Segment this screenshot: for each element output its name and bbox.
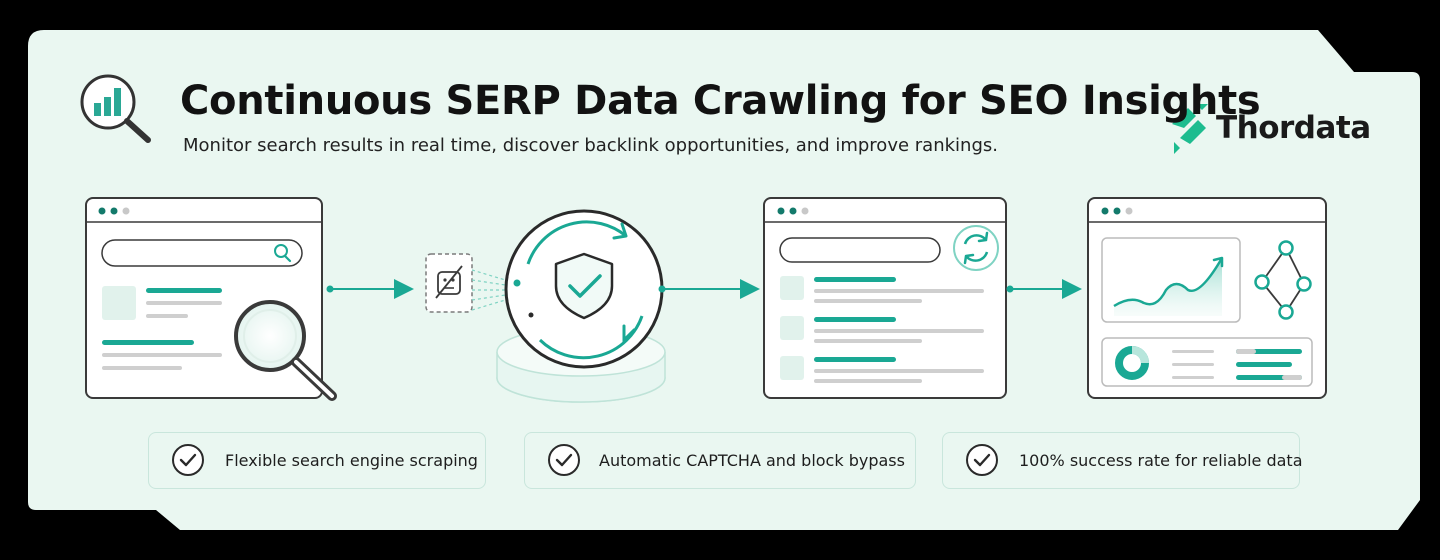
check-circle-icon	[548, 444, 580, 476]
brand-name: Thordata	[1216, 110, 1371, 146]
thordata-logo-icon	[1172, 104, 1208, 154]
flow-arrow	[1006, 279, 1082, 299]
search-browser-window-icon	[85, 197, 337, 401]
background-panel	[28, 30, 1420, 530]
feature-label: Flexible search engine scraping	[225, 451, 478, 470]
feature-card-success-rate: 100% success rate for reliable data	[942, 432, 1303, 489]
check-circle-icon	[966, 444, 998, 476]
flow-arrow	[326, 279, 414, 299]
feature-label: Automatic CAPTCHA and block bypass	[599, 451, 905, 470]
magnifier-bar-chart-icon	[80, 74, 151, 143]
feature-label: 100% success rate for reliable data	[1019, 451, 1303, 470]
page-subtitle: Monitor search results in real time, dis…	[183, 135, 998, 156]
captcha-bypass-icon	[425, 253, 513, 313]
check-circle-icon	[172, 444, 204, 476]
refresh-results-window-icon	[763, 197, 1007, 399]
page-title: Continuous SERP Data Crawling for SEO In…	[180, 78, 1261, 124]
feature-card-scraping: Flexible search engine scraping	[148, 432, 486, 489]
analytics-dashboard-icon	[1087, 197, 1327, 399]
feature-card-captcha: Automatic CAPTCHA and block bypass	[524, 432, 916, 489]
flow-arrow	[658, 279, 760, 299]
shield-check-icon	[496, 209, 666, 403]
